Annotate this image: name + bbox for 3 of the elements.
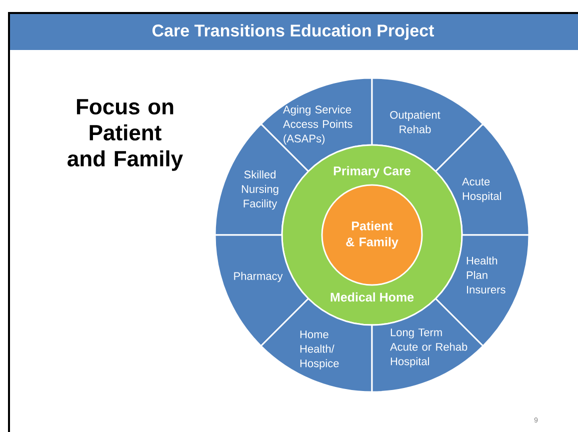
heading-text: Focus on Patient and Family <box>68 99 183 171</box>
title-bar: Care Transitions Education Project <box>10 14 578 50</box>
segment: Acute Hospital <box>434 123 530 236</box>
